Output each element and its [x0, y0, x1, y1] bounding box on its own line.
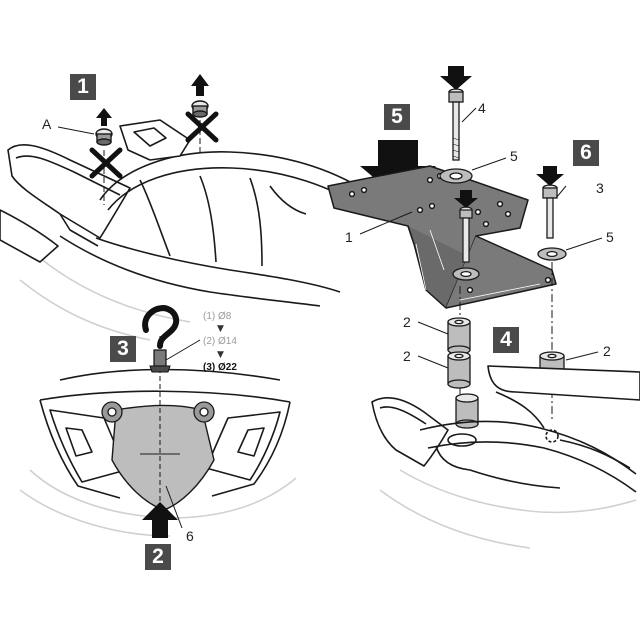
drill-arrow-2: ▼ — [217, 350, 224, 360]
arrow-up-step2 — [142, 502, 178, 538]
tail-section-right — [371, 365, 640, 549]
remove-cross-b — [185, 111, 219, 143]
step-badge-6: 6 — [573, 140, 599, 166]
short-bolt — [542, 184, 558, 239]
step-badge-5: 5 — [384, 104, 410, 130]
washer-top — [439, 168, 473, 184]
callout-bracket: 1 — [345, 229, 353, 245]
leader-drill — [165, 339, 201, 361]
callout-long-bolt: 4 — [478, 100, 486, 116]
plate-bolt-right — [193, 401, 215, 423]
callout-plate: 6 — [186, 528, 194, 544]
bolt-a-removed — [95, 128, 113, 205]
arrow-up-a — [96, 108, 112, 126]
rear-view-bottom-left — [19, 368, 297, 537]
drill-size-1: (1) Ø8 — [203, 311, 232, 322]
spacer-lower — [447, 351, 471, 389]
callout-a: A — [42, 116, 52, 132]
remove-cross-a — [89, 147, 123, 179]
washer-lower — [452, 267, 480, 281]
mounting-plate — [111, 404, 215, 511]
arrow-down-bolt3 — [536, 166, 564, 186]
drill-size-2: (2) Ø14 — [203, 336, 237, 347]
step-badge-3: 3 — [110, 336, 136, 362]
step-badge-2: 2 — [145, 544, 171, 570]
drill-arrow-1: ▼ — [217, 324, 224, 334]
callout-spacer-lower: 2 — [403, 348, 411, 364]
step-badge-1: 1 — [70, 74, 96, 100]
arrow-down-step5 — [360, 140, 436, 198]
drill-size-3: (3) Ø22 — [203, 362, 237, 373]
arrow-down-bolt4 — [440, 66, 472, 90]
inner-bolt — [459, 206, 473, 263]
rack-bracket — [327, 165, 557, 309]
spacer-upper — [447, 317, 471, 355]
callout-washer-top: 5 — [510, 148, 518, 164]
arrow-down-inner — [454, 190, 478, 208]
spacer-bottom — [455, 393, 479, 429]
bolt-b-removed — [191, 100, 209, 152]
plate-bolt-left — [101, 401, 123, 423]
washer-right — [537, 247, 567, 261]
callout-short-bolt: 3 — [596, 180, 604, 196]
callout-washer-right: 5 — [606, 229, 614, 245]
callout-spacer-right: 2 — [603, 343, 611, 359]
leader-plate — [165, 485, 183, 529]
callout-spacer-upper: 2 — [403, 314, 411, 330]
leader-a — [57, 126, 95, 135]
step-badge-4: 4 — [493, 327, 519, 353]
tail-section-top-left — [0, 119, 381, 341]
long-bolt — [448, 88, 464, 161]
arrow-up-b — [191, 74, 209, 96]
drill-icon — [142, 304, 180, 373]
leader-lines-right — [359, 107, 603, 369]
